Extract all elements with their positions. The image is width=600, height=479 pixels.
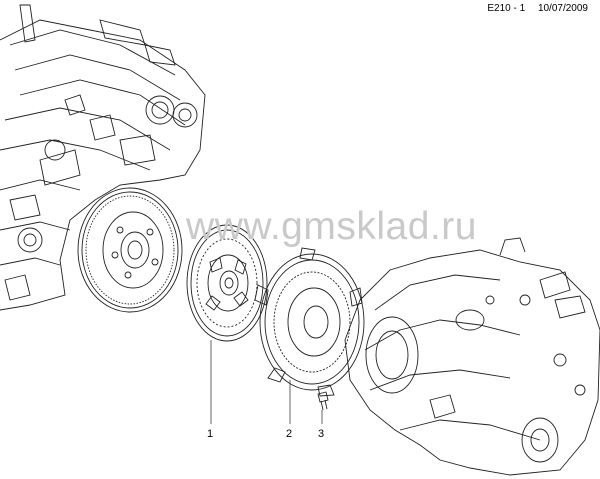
- callout-number: 1: [207, 428, 214, 440]
- bolt-illustration: [317, 391, 329, 411]
- pressure-plate-illustration: [254, 247, 365, 397]
- engine-illustration: [0, 4, 206, 311]
- diagram-header: E210 - 1 10/07/2009: [487, 3, 588, 14]
- flywheel-illustration: [77, 187, 183, 313]
- diagram-date: 10/07/2009: [537, 3, 588, 14]
- transmission-illustration: [344, 237, 600, 476]
- callout-number: 3: [318, 428, 325, 440]
- diagram-reference: E210 - 1: [487, 3, 526, 14]
- leader-lines: [210, 340, 323, 424]
- watermark-text: www.gmsklad.ru: [186, 205, 477, 248]
- callout-number: 2: [286, 428, 293, 440]
- clutch-disc-illustration: [186, 224, 268, 342]
